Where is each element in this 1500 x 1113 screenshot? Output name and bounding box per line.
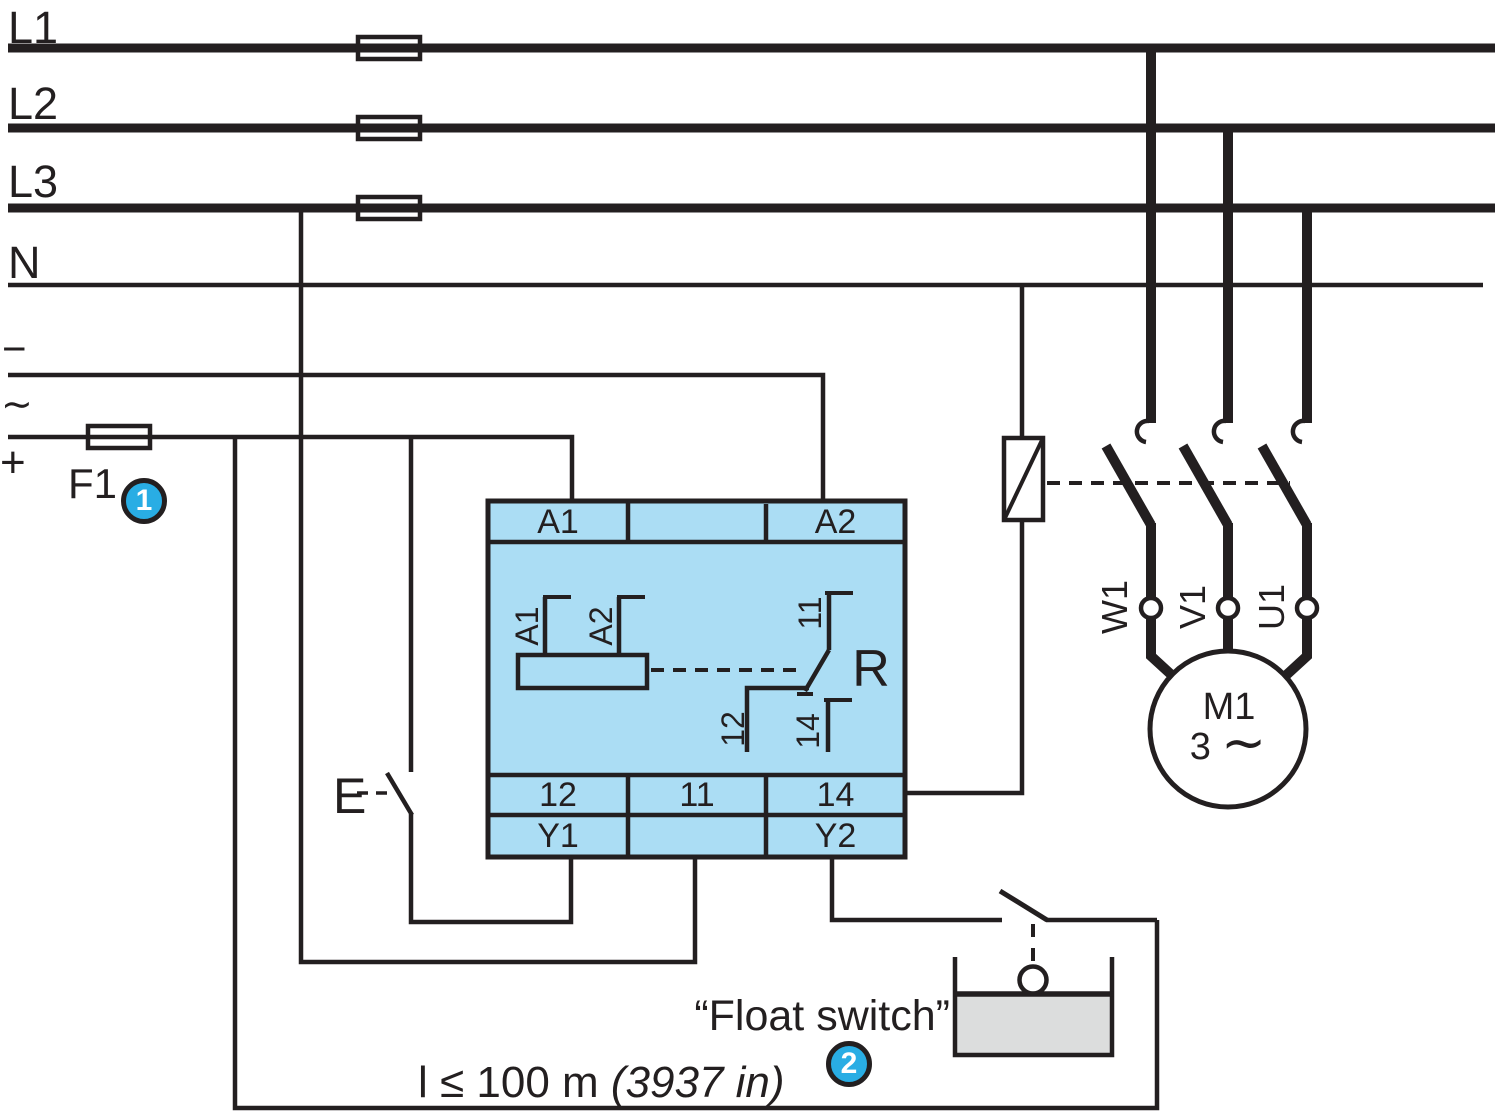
control-supply-wires [8,372,826,501]
label-u1: U1 [1251,583,1292,631]
manual-switch-symbol [357,771,414,817]
fuse-l1-icon [355,34,423,62]
relay-terminal-12: 12 [539,776,577,814]
callout-1-badge: 1 [121,478,167,524]
cable-length-italic: (3937 in) [610,1058,785,1107]
relay-block [485,498,908,860]
pole2-blade [1178,443,1233,528]
motor-name-label: M1 [1202,686,1256,728]
float-switch-label: “Float switch” [694,992,950,1040]
fuse-l3-icon [355,194,423,222]
minus-wire [8,372,826,501]
terminal-v1 [1215,595,1241,621]
label-l3: L3 [8,156,59,207]
motor-assembly [1138,595,1320,810]
motor-sine-icon: ∼ [1220,713,1267,773]
plus-symbol: + [0,438,26,487]
motor-terminal-circles [1138,595,1320,621]
relay-coil-a2-label: A2 [583,606,619,646]
contactor [1001,48,1312,598]
label-w1: W1 [1094,580,1135,634]
terminal-u1 [1294,595,1320,621]
label-f1: F1 [68,460,118,507]
relay-terminal-a1: A1 [537,502,579,541]
fuse-f1-icon [85,423,153,451]
relay-coil-a1-label: A1 [509,606,545,646]
plus-wire [8,434,575,501]
pole1-blade [1101,443,1156,528]
pole3-blade [1257,443,1312,528]
relay-contact-symbol [744,591,853,752]
coil-to-14-wire [905,520,1025,796]
cable-length-normal: l ≤ 100 m [418,1058,611,1107]
label-n: N [8,237,41,288]
manual-switch-blade [385,771,414,817]
y2-wire [829,857,1002,923]
fuse-l2-icon [355,114,423,142]
relay-contact-blade [803,648,831,693]
line-fuse-icons [355,34,423,222]
cable-length-note: l ≤ 100 m (3937 in) [418,1061,785,1105]
relay-contact-11-label: 11 [792,596,828,630]
relay-contact-14-label: 14 [790,713,826,749]
contactor-poles [1101,48,1312,598]
relay-name-label: R [852,640,890,698]
float-switch-symbol [952,888,1115,1058]
relay-contact-12-label: 12 [715,711,751,747]
relay-grid-lines [488,501,905,857]
relay-terminal-y2: Y2 [814,817,857,855]
tank-walls [952,957,1115,1058]
relay-terminal-11: 11 [679,776,715,814]
ac-symbol: ∼ [1,384,33,426]
relay-nc-branch [744,685,809,752]
manual-switch-label: E [333,768,367,824]
motor-circle [1147,648,1309,810]
contactor-coil-diagonal [1002,437,1045,521]
callout-2-number: 2 [840,1047,858,1080]
motor-phase-number: 3 [1189,726,1211,768]
minus-symbol: − [2,325,27,372]
relay-body [485,498,908,860]
control-wires [232,208,1160,1111]
callout-2-badge: 2 [826,1041,872,1087]
label-v1: V1 [1172,584,1213,630]
power-lines [8,43,1495,213]
relay-coil-symbol [515,595,650,691]
pole-contact-hooks [1134,418,1306,445]
callout-1-number: 1 [135,484,153,517]
relay-terminal-y1: Y1 [537,817,579,855]
l3-to-11-wire [298,208,698,965]
label-l1: L1 [8,2,59,53]
relay-terminal-14: 14 [816,776,855,814]
terminal-w1 [1138,595,1164,621]
tank-water [955,994,1112,1055]
float-ball-icon [1017,964,1049,996]
relay-terminal-a2: A2 [814,502,857,541]
motor-phase-label: 3 ∼ [1158,716,1298,770]
float-switch-blade [998,888,1049,923]
label-l2: L2 [8,78,59,129]
cable-loop-wire [232,437,1160,1111]
manual-switch-lower-wire [408,814,574,925]
